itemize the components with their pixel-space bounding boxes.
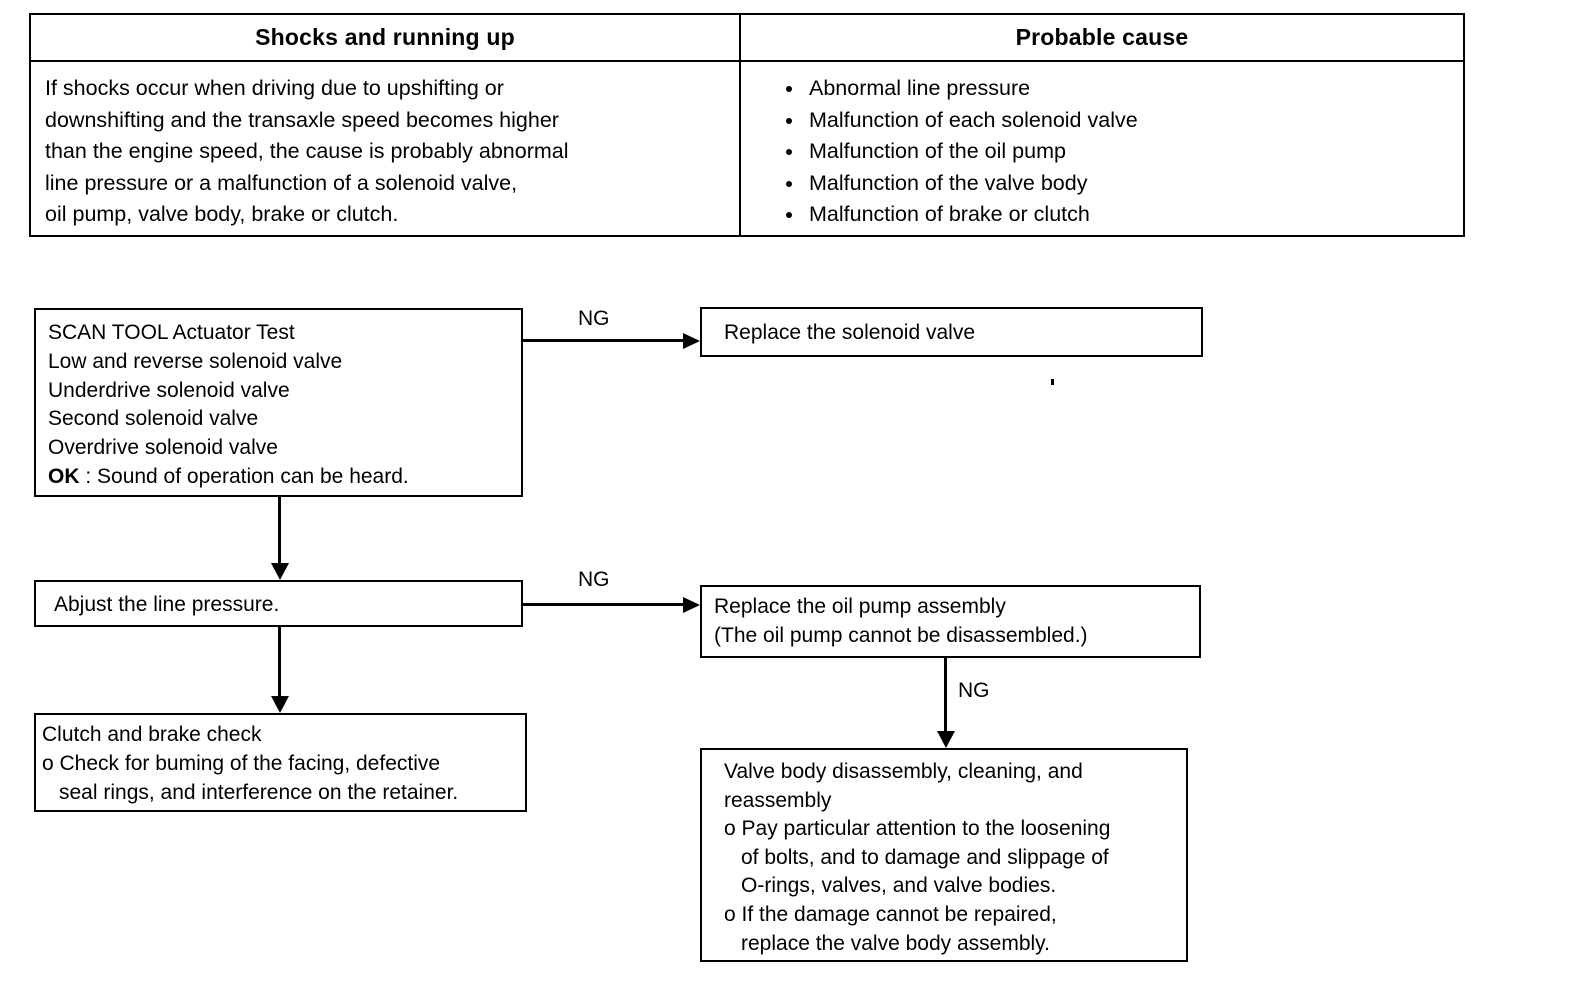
arrow-shaft <box>523 339 683 342</box>
flow-box-replace-solenoid-valve: Replace the solenoid valve <box>700 307 1203 357</box>
flow-box-scan-tool-actuator-test: SCAN TOOL Actuator Test Low and reverse … <box>34 308 523 497</box>
arrow-shaft <box>523 603 683 606</box>
probable-cause-text: Malfunction of each solenoid valve <box>809 107 1138 132</box>
list-item: Malfunction of the oil pump <box>741 136 1463 168</box>
scan-tool-line-1: SCAN TOOL Actuator Test <box>48 321 295 344</box>
bullet-dot-icon <box>786 117 792 124</box>
replace-oil-pump-line-1: Replace the oil pump assembly <box>714 595 1006 618</box>
scan-speck <box>1051 379 1054 385</box>
arrow-head-icon <box>271 563 289 580</box>
list-item: Malfunction of each solenoid valve <box>741 105 1463 137</box>
flow-box-valve-body-disassembly: Valve body disassembly, cleaning, and re… <box>700 748 1188 962</box>
symptom-table: Shocks and running up Probable cause If … <box>29 13 1465 237</box>
label-ng-replace-oil-pump: NG <box>958 679 990 702</box>
arrow-shaft <box>944 658 947 731</box>
flow-box-clutch-and-brake-check: Clutch and brake check o Check for bumin… <box>34 713 527 812</box>
list-item: Abnormal line pressure <box>741 73 1463 105</box>
valve-body-line-3: o Pay particular attention to the loosen… <box>724 817 1111 841</box>
table-cell-probable-causes: Abnormal line pressure Malfunction of ea… <box>741 62 1463 235</box>
clutch-brake-line-2: o Check for buming of the facing, defect… <box>42 751 441 775</box>
symptom-description-line-2: downshifting and the transaxle speed bec… <box>45 107 559 132</box>
scan-tool-line-5: Overdrive solenoid valve <box>48 436 278 460</box>
symptom-description: If shocks occur when driving due to upsh… <box>31 62 739 231</box>
scan-tool-line-2: Low and reverse solenoid valve <box>48 349 343 373</box>
ok-description: : Sound of operation can be heard. <box>79 464 409 488</box>
label-ng-adjust-line-pressure: NG <box>578 568 610 591</box>
replace-solenoid-line-1: Replace the solenoid valve <box>724 321 975 344</box>
probable-cause-text: Abnormal line pressure <box>809 76 1031 100</box>
symptom-description-line-4: line pressure or a malfunction of a sole… <box>45 170 518 195</box>
symptom-description-line-3: than the engine speed, the cause is prob… <box>45 139 569 163</box>
label-ng-scan-tool: NG <box>578 307 610 330</box>
valve-body-line-6: o If the damage cannot be repaired, <box>724 902 1057 926</box>
flow-box-adjust-line-pressure: Abjust the line pressure. <box>34 580 523 627</box>
probable-cause-text: Malfunction of the oil pump <box>809 139 1066 163</box>
valve-body-line-7: replace the valve body assembly. <box>741 931 1050 955</box>
bullet-dot-icon <box>786 149 792 155</box>
clutch-brake-line-1: Clutch and brake check <box>42 723 262 746</box>
table-body-row: If shocks occur when driving due to upsh… <box>31 62 1463 235</box>
list-item: Malfunction of brake or clutch <box>741 199 1463 231</box>
probable-cause-list: Abnormal line pressure Malfunction of ea… <box>741 62 1463 231</box>
valve-body-line-5: O-rings, valves, and valve bodies. <box>741 874 1057 898</box>
replace-oil-pump-text: Replace the oil pump assembly (The oil p… <box>714 593 1199 651</box>
arrow-shaft <box>278 627 281 696</box>
scan-tool-line-3: Underdrive solenoid valve <box>48 378 290 402</box>
replace-solenoid-text: Replace the solenoid valve <box>724 319 1201 348</box>
arrow-shaft <box>278 497 281 563</box>
column-header-shocks-and-running-up: Shocks and running up <box>255 24 515 50</box>
column-header-probable-cause: Probable cause <box>1015 24 1189 50</box>
arrow-head-icon <box>937 731 955 748</box>
arrow-head-icon <box>683 332 700 349</box>
arrow-head-icon <box>271 696 289 713</box>
symptom-description-line-5: oil pump, valve body, brake or clutch. <box>45 202 399 226</box>
bullet-dot-icon <box>786 86 792 92</box>
scan-tool-text: SCAN TOOL Actuator Test Low and reverse … <box>48 319 521 492</box>
table-cell-symptom-description: If shocks occur when driving due to upsh… <box>31 62 741 235</box>
arrow-head-icon <box>683 596 700 613</box>
clutch-brake-check-text: Clutch and brake check o Check for bumin… <box>42 721 525 807</box>
probable-cause-text: Malfunction of the valve body <box>809 170 1088 195</box>
table-header-cell-symptom: Shocks and running up <box>31 15 741 60</box>
adjust-line-pressure-line-1: Abjust the line pressure. <box>54 593 280 616</box>
table-header-row: Shocks and running up Probable cause <box>31 15 1463 62</box>
symptom-description-line-1: If shocks occur when driving due to upsh… <box>45 76 504 100</box>
valve-body-line-2: reassembly <box>724 788 832 812</box>
valve-body-line-1: Valve body disassembly, cleaning, and <box>724 760 1083 783</box>
replace-oil-pump-line-2: (The oil pump cannot be disassembled.) <box>714 623 1088 647</box>
flow-box-replace-oil-pump-assembly: Replace the oil pump assembly (The oil p… <box>700 585 1201 658</box>
table-header-cell-cause: Probable cause <box>741 15 1463 60</box>
bullet-dot-icon <box>786 212 792 218</box>
valve-body-text: Valve body disassembly, cleaning, and re… <box>724 758 1186 958</box>
list-item: Malfunction of the valve body <box>741 168 1463 200</box>
ok-label: OK <box>48 464 80 488</box>
adjust-line-pressure-text: Abjust the line pressure. <box>54 591 521 620</box>
probable-cause-text: Malfunction of brake or clutch <box>809 202 1090 226</box>
scan-tool-ok-line: OK : Sound of operation can be heard. <box>48 463 521 492</box>
valve-body-line-4: of bolts, and to damage and slippage of <box>741 845 1109 869</box>
scan-tool-line-4: Second solenoid valve <box>48 407 259 431</box>
clutch-brake-line-3: seal rings, and interference on the reta… <box>59 780 459 804</box>
bullet-dot-icon <box>786 180 792 187</box>
